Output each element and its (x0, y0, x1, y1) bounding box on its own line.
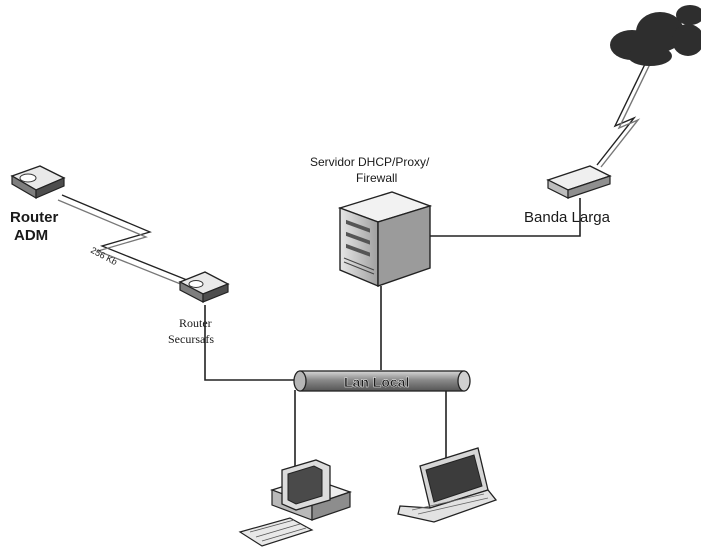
server-label-line2: Firewall (356, 171, 397, 185)
wan-link (57, 194, 193, 288)
connection-lines (204, 198, 581, 470)
server-label-line1: Servidor DHCP/Proxy/ (310, 155, 430, 169)
laptop-icon (397, 447, 498, 523)
router-secundario-label-line2: Secursafs (168, 332, 214, 346)
link-server-broadband (430, 198, 581, 237)
router-adm-label-line2: ADM (14, 227, 48, 244)
broadband-label: Banda Larga (524, 209, 611, 226)
lan-label: Lan Local (344, 374, 409, 390)
router-secundario-label-line1: Router (179, 316, 212, 330)
lan-pipe (293, 370, 471, 392)
lightning-link-icon (596, 61, 651, 168)
link-router-lan (204, 305, 300, 381)
router-adm-label-line1: Router (10, 209, 58, 226)
router-icon (178, 271, 230, 303)
cloud-icon (610, 5, 701, 66)
wan-speed-label: 256 Kb (89, 245, 119, 267)
desktop-computer-icon (238, 459, 352, 547)
broadband-modem-icon (546, 165, 612, 199)
server-tower-icon (337, 191, 433, 288)
router-icon (10, 165, 66, 200)
